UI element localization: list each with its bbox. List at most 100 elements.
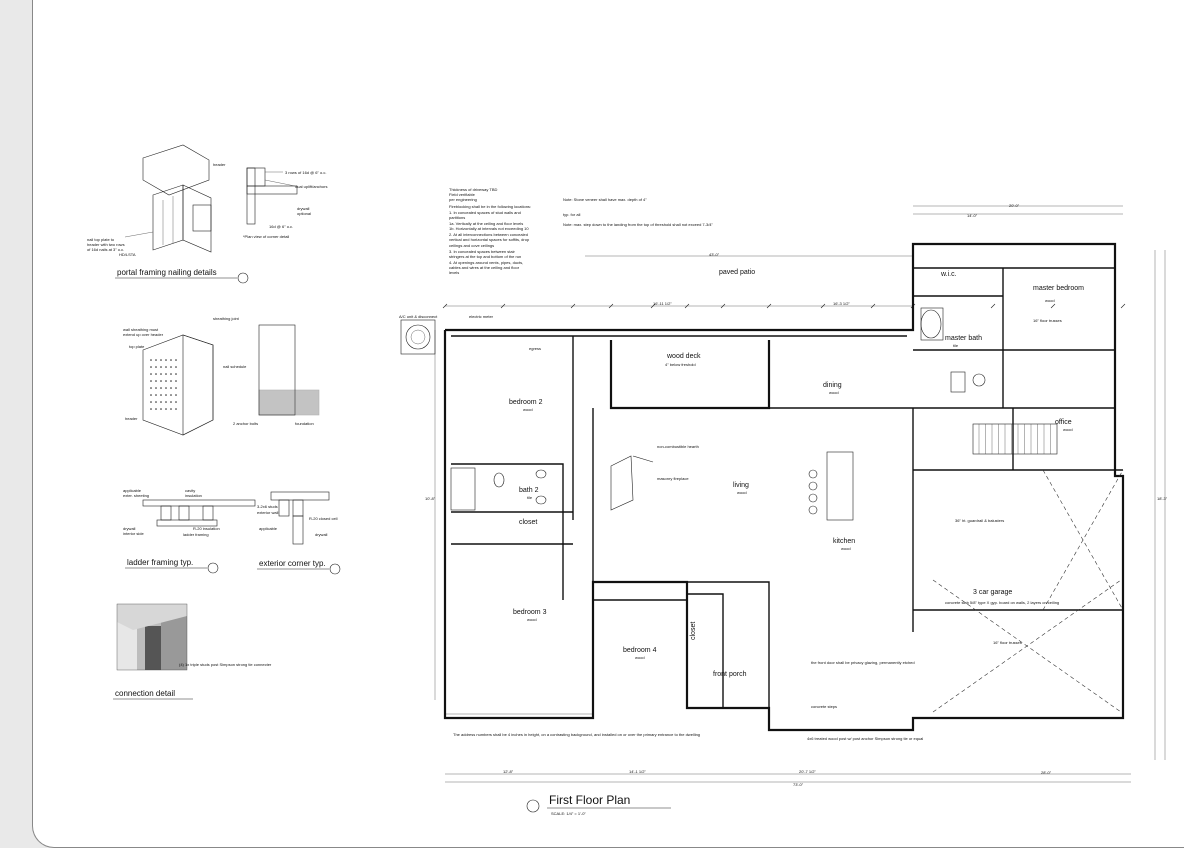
fixtures	[400, 307, 986, 521]
svg-text:wood: wood	[841, 546, 851, 551]
svg-text:wood: wood	[1045, 298, 1055, 303]
svg-text:14'-1 1/2": 14'-1 1/2"	[629, 769, 646, 774]
svg-text:12'-8": 12'-8"	[503, 769, 514, 774]
svg-text:wood: wood	[1063, 427, 1073, 432]
svg-text:wood: wood	[523, 407, 533, 412]
room-closet-bedroom4: closet	[690, 622, 697, 640]
room-bath-2: bath 2	[519, 487, 539, 494]
svg-text:14'-0": 14'-0"	[967, 213, 978, 218]
svg-text:18'-3": 18'-3"	[1157, 496, 1168, 501]
svg-text:header with two rows: header with two rows	[87, 242, 125, 247]
svg-text:16" floor trusses: 16" floor trusses	[993, 640, 1022, 645]
svg-text:typ. for all: typ. for all	[563, 212, 580, 217]
svg-text:optional: optional	[297, 211, 311, 216]
svg-text:stringers at the top and botto: stringers at the top and bottom of the r…	[449, 254, 521, 259]
svg-text:73'-0": 73'-0"	[793, 782, 804, 787]
svg-text:wall sheathing must: wall sheathing must	[123, 327, 159, 332]
svg-text:applicable: applicable	[123, 488, 142, 493]
svg-text:R-20 insulation: R-20 insulation	[193, 526, 220, 531]
svg-text:36" ht. guardrail & balusters: 36" ht. guardrail & balusters	[955, 518, 1004, 523]
svg-text:wood: wood	[527, 617, 537, 622]
svg-text:20'-7 1/2": 20'-7 1/2"	[799, 769, 816, 774]
svg-text:R-20 closed cell: R-20 closed cell	[309, 516, 338, 521]
connection-detail-photo	[116, 603, 188, 671]
svg-text:per engineering: per engineering	[449, 197, 477, 202]
corner-plan-detail: 3 rows of 16d @ 6" o.c. dual uplift/anch…	[243, 167, 327, 239]
room-living: living	[733, 482, 749, 489]
svg-text:top plate: top plate	[129, 344, 145, 349]
svg-text:concrete steps: concrete steps	[811, 704, 837, 709]
room-bedroom-4: bedroom 4	[623, 647, 657, 654]
room-wood-deck: wood deck	[666, 353, 701, 360]
stair	[972, 423, 1058, 455]
svg-text:egress: egress	[529, 346, 541, 351]
svg-text:wood: wood	[737, 490, 747, 495]
svg-text:insulation: insulation	[185, 493, 202, 498]
room-closet: closet	[519, 519, 537, 526]
svg-text:cables and wires at the ceilin: cables and wires at the ceiling and floo…	[449, 265, 520, 270]
exterior-corner-title: exterior corner typ.	[259, 559, 326, 568]
connector-note: (4) 1x triple studs post Simpson strong …	[179, 662, 272, 667]
svg-text:Note: Stone veneer shall have: Note: Stone veneer shall have max. depth…	[563, 197, 647, 202]
detail-marker	[207, 562, 219, 574]
svg-text:*Plan view of corner detail: *Plan view of corner detail	[243, 234, 289, 239]
general-notes: Thickness of driveway TBD Field verifiab…	[449, 187, 714, 275]
svg-text:applicable: applicable	[259, 526, 278, 531]
svg-text:3. In concealed spaces between: 3. In concealed spaces between stair	[449, 249, 515, 254]
svg-text:levels: levels	[449, 270, 459, 275]
room-dining: dining	[823, 382, 842, 389]
connection-detail-title: connection detail	[115, 689, 175, 698]
svg-text:3-2x6 studs: 3-2x6 studs	[257, 504, 278, 509]
svg-text:16'-3 1/2": 16'-3 1/2"	[833, 301, 850, 306]
svg-text:concrete slab 5/8" type X gyp.: concrete slab 5/8" type X gyp. board on …	[945, 600, 1059, 605]
svg-text:4. At openings around vents, p: 4. At openings around vents, pipes, duct…	[449, 260, 523, 265]
garage-door-swing	[932, 469, 1124, 713]
svg-text:ceilings and cove ceilings: ceilings and cove ceilings	[449, 243, 494, 248]
drawing-sheet: nail top plate to header with two rows o…	[32, 0, 1184, 848]
room-bedroom-2: bedroom 2	[509, 399, 543, 406]
interior-walls	[451, 267, 1123, 708]
room-garage: 3 car garage	[973, 589, 1012, 596]
svg-text:of 16d nails at 3" o.c.: of 16d nails at 3" o.c.	[87, 247, 124, 252]
svg-text:Field verifiable: Field verifiable	[449, 192, 476, 197]
svg-text:Fireblocking shall be in the f: Fireblocking shall be in the following l…	[449, 204, 531, 209]
room-master-bedroom: master bedroom	[1033, 285, 1084, 292]
svg-text:cavity: cavity	[185, 488, 195, 493]
svg-text:16" floor trusses: 16" floor trusses	[1033, 318, 1062, 323]
svg-text:1. In concealed spaces of stud: 1. In concealed spaces of stud walls and	[449, 210, 521, 215]
floor-plan-drawing: nail top plate to header with two rows o…	[87, 144, 1168, 816]
svg-text:1a. Vertically at the ceiling: 1a. Vertically at the ceiling and floor …	[449, 221, 523, 226]
svg-text:16'-11 1/2": 16'-11 1/2"	[653, 301, 672, 306]
svg-text:2. At all interconnections bet: 2. At all interconnections between conce…	[449, 232, 528, 237]
svg-text:tile: tile	[953, 343, 959, 348]
svg-text:tile: tile	[527, 495, 533, 500]
exterior-walls	[443, 242, 1125, 732]
dimension-lines: 73'-0" 28'-0" 14'-0" 20'-0" 43'-0" 16'-1…	[425, 203, 1168, 787]
room-paved-patio: paved patio	[719, 269, 755, 276]
ladder-framing-title: ladder framing typ.	[127, 558, 193, 567]
svg-text:extend up over header: extend up over header	[123, 332, 164, 337]
svg-text:20'-0": 20'-0"	[1009, 203, 1020, 208]
title-marker	[526, 799, 540, 813]
svg-text:28'-0": 28'-0"	[1041, 770, 1052, 775]
room-master-bath: master bath	[945, 335, 982, 342]
svg-text:exter. sheeting: exter. sheeting	[123, 493, 149, 498]
svg-text:exterior wall: exterior wall	[257, 510, 278, 515]
svg-text:nail top plate to: nail top plate to	[87, 237, 115, 242]
detail-marker	[237, 272, 249, 284]
svg-text:10'-8": 10'-8"	[425, 496, 436, 501]
svg-text:A/C unit & disconnect: A/C unit & disconnect	[399, 314, 438, 319]
exterior-corner-detail: 3-2x6 studs exterior wall R-20 closed ce…	[257, 491, 338, 545]
svg-text:drywall: drywall	[297, 206, 310, 211]
svg-text:sheathing joint: sheathing joint	[213, 316, 240, 321]
svg-text:ladder framing: ladder framing	[183, 532, 209, 537]
svg-text:Note: max. step down to the la: Note: max. step down to the landing from…	[563, 222, 714, 227]
room-wic: w.i.c.	[940, 271, 957, 278]
svg-text:vertical and horizontal spaces: vertical and horizontal spaces for soffi…	[449, 237, 530, 242]
svg-text:electric meter: electric meter	[469, 314, 494, 319]
svg-text:3 rows of 16d @ 6" o.c.: 3 rows of 16d @ 6" o.c.	[285, 170, 327, 175]
wood-deck-note: 4" below freshold	[665, 362, 696, 367]
svg-text:nail schedule: nail schedule	[223, 364, 247, 369]
svg-text:masonry fireplace: masonry fireplace	[657, 476, 689, 481]
svg-text:43'-0": 43'-0"	[709, 252, 720, 257]
